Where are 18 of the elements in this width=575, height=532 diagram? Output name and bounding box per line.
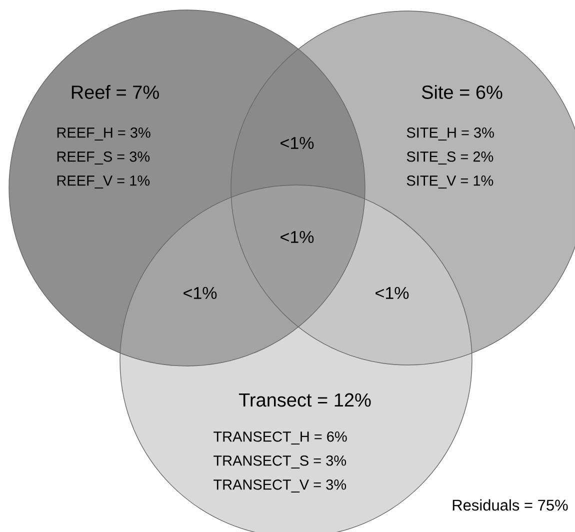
component-value: SITE_V = 1% bbox=[406, 175, 494, 188]
overlap-value: <1% bbox=[184, 287, 217, 299]
overlap-value: <1% bbox=[376, 287, 409, 299]
component-value: REEF_V = 1% bbox=[57, 176, 150, 188]
component-value: TRANSECT_S = 3% bbox=[214, 455, 346, 468]
component-value: SITE_S = 2% bbox=[406, 151, 494, 164]
circle-heading: Transect = 12% bbox=[238, 393, 371, 407]
residuals-value: Residuals = 75% bbox=[452, 499, 568, 511]
component-value: REEF_H = 3% bbox=[57, 127, 150, 140]
component-value: TRANSECT_V = 3% bbox=[214, 479, 346, 492]
component-value: TRANSECT_H = 6% bbox=[214, 431, 347, 444]
venn-circle bbox=[8, 10, 366, 366]
overlap-value: <1% bbox=[280, 137, 314, 149]
component-value: REEF_S = 3% bbox=[57, 151, 150, 164]
component-value: SITE_H = 3% bbox=[406, 127, 494, 140]
overlap-value: <1% bbox=[280, 231, 314, 243]
circle-heading: Reef = 7% bbox=[72, 85, 159, 99]
circle-heading: Site = 6% bbox=[422, 85, 502, 99]
